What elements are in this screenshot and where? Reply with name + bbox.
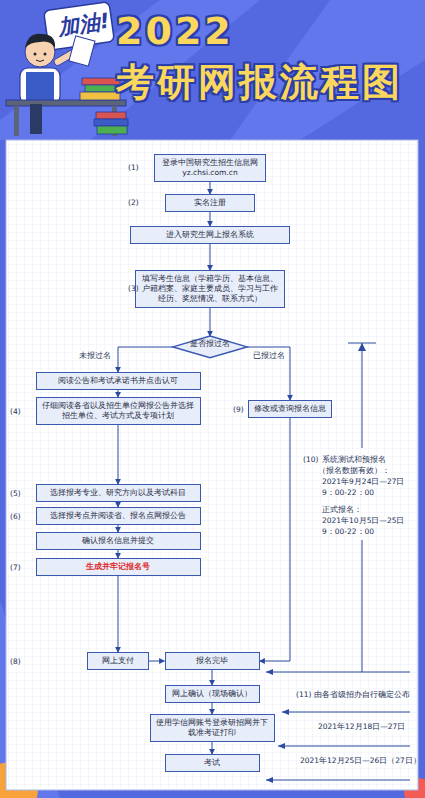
node-text: 选择报考点并阅读省、报名点网报公告 [41,511,196,521]
title-text: 2022 考研网报流程图 [116,6,418,109]
process-box: 使用学信网账号登录研招网并下载准考证打印 [150,714,275,742]
node-text: 生成并牢记报名号 [41,562,196,572]
process-box: 修改或查询报名信息 [248,400,332,418]
node-text: 报名完毕 [170,656,255,666]
note-text: 正式报名： [322,505,362,514]
callout-number: (1) [128,163,139,172]
flow-arrow [118,550,119,558]
node-text: 填写考生信息（学籍学历、基本信息、户籍档案、家庭主要成员、学习与工作经历、奖惩情… [140,274,280,303]
callout-number: (10) [303,455,318,464]
callout-number: (2) [128,198,139,207]
process-box: 生成并牢记报名号 [36,558,201,576]
process-box: 选择报考点并阅读省、报名点网报公告 [36,507,201,525]
node-text: 实名注册 [170,198,250,208]
panel [6,140,418,790]
note-text: （报名数据有效）： [318,466,390,475]
node-text: 登录中国研究生招生信息网 yz.chsi.com.cn [159,158,261,178]
process-box: 确认报名信息并提交 [36,532,201,550]
node-text: 修改或查询报名信息 [253,404,327,414]
note-text: 由各省级招办自行确定公布 [314,690,410,699]
node-text: 网上支付 [92,656,144,666]
flow-arrow [149,661,165,662]
process-box: 实名注册 [165,194,255,212]
callout-number: (3) [128,284,139,293]
flow-arrow [118,576,119,652]
node-text: 阅读公告和考试承诺书并点击认可 [41,376,196,386]
callout-number: (8) [10,657,21,666]
edge-label: 已报过名 [252,351,286,360]
process-box: 仔细阅读各省以及招生单位网报公告并选择招生单位、考试方式及专项计划 [36,397,201,425]
note-text: 2021年12月25日—26日（27日） [300,756,421,765]
process-box: 填写考生信息（学籍学历、基本信息、户籍档案、家庭主要成员、学习与工作经历、奖惩情… [135,270,285,307]
note-text: 9：00-22：00 [322,527,374,536]
flow-arrow [260,418,291,661]
decision-diamond: 是否报过名 [173,336,247,358]
flow-arrow [212,742,213,754]
process-box: 进入研究生网上报名系统 [130,226,290,244]
node-text: 是否报过名 [181,339,239,349]
process-box: 选择报考专业、研究方向以及考试科目 [36,484,201,502]
node-text: 选择报考专业、研究方向以及考试科目 [41,488,196,498]
flow-arrow [212,670,213,685]
callout-number: (5) [10,489,21,498]
node-text: 使用学信网账号登录研招网并下载准考证打印 [155,718,270,738]
flow-arrow [118,390,119,397]
process-box: 考试 [165,754,260,772]
callout-number: (9) [233,405,244,414]
flow-arrow [210,182,211,194]
process-box: 网上确认（现场确认） [165,685,260,703]
flow-arrow [212,703,213,714]
flow-arrow [247,347,290,400]
flow-arrow [210,308,211,337]
callout-number: (11) [296,690,311,699]
flow-arrow [210,244,211,271]
callout-number: (6) [10,512,21,521]
node-text: 确认报名信息并提交 [41,536,196,546]
note-text: 系统测试和预报名 [322,455,386,464]
flow-arrow [118,347,173,372]
flow-arrow [118,525,119,532]
edge-label: 未报过名 [78,351,112,360]
node-text: 仔细阅读各省以及招生单位网报公告并选择招生单位、考试方式及专项计划 [41,401,196,421]
node-text: 网上确认（现场确认） [170,689,255,699]
callout-number: (4) [10,407,21,416]
node-text: 考试 [170,758,255,768]
process-box: 网上支付 [87,652,149,670]
flow-arrow [210,212,211,226]
note-text: 2021年9月24日—27日 [322,477,404,486]
process-box: 登录中国研究生招生信息网 yz.chsi.com.cn [154,154,266,182]
note-text: 2021年12月18日—27日 [318,722,405,731]
panel-grid [6,140,418,790]
node-text: 进入研究生网上报名系统 [135,230,285,240]
process-box: 阅读公告和考试承诺书并点击认可 [36,372,201,390]
note-text: 2021年10月5日—25日 [322,516,404,525]
flow-arrow [118,425,119,484]
note-text: 9：00-22：00 [322,488,374,497]
badge-text: 加油! [56,9,111,41]
student-illustration [6,34,128,136]
process-box: 报名完毕 [165,652,260,670]
callout-number: (7) [10,563,21,572]
